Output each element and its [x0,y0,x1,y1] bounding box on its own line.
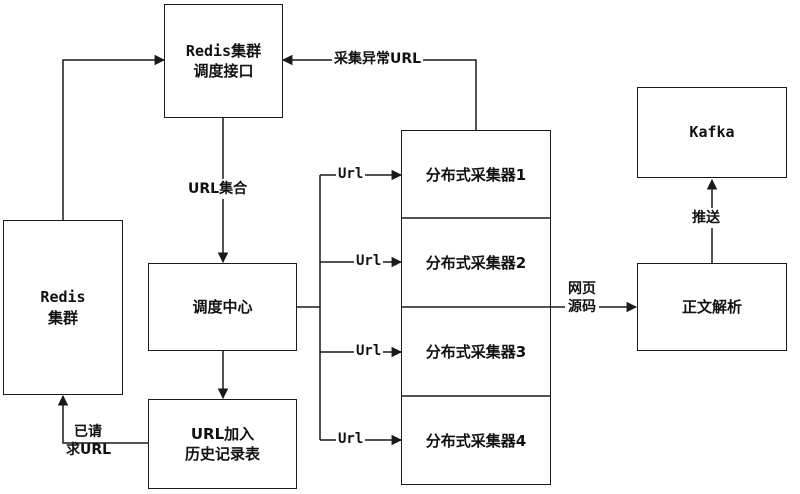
collector-4: 分布式采集器4 [425,432,527,450]
edge-abnormal-url [281,54,477,130]
edge-label-url-2: Url [354,252,384,271]
redis-api-line2: 调度接口 [193,62,254,80]
page-source-line2: 源码 [568,299,596,316]
edge-label-abnormal-url: 采集异常URL [332,50,424,69]
collector-3: 分布式采集器3 [425,343,527,361]
edge-label-url-1: Url [336,165,366,184]
collector-1: 分布式采集器1 [425,165,527,184]
history-line2: 历史记录表 [184,445,260,463]
edge-label-page-source: 网页 源码 [565,280,599,317]
parser-node: 正文解析 [637,263,787,351]
requested-line1: 已请 [74,424,102,440]
redis-cluster-line2: 集群 [47,308,78,327]
redis-api-line1: Redis集群 [185,41,262,60]
edge-requested-url [57,394,148,444]
edge-cluster-to-api [62,54,166,220]
requested-line2: 求URL [66,442,112,459]
page-source-line1: 网页 [568,281,596,297]
history-line1: URL加入 [190,424,255,443]
collector-group [401,130,551,485]
edge-label-requested-url: 已请 求URL [66,423,111,459]
history-table-node: URL加入 历史记录表 [148,399,297,489]
redis-cluster-line1: Redis [40,288,86,307]
edge-label-url-4: Url [336,430,366,449]
kafka-node: Kafka [637,87,787,178]
collector-2: 分布式采集器2 [425,254,527,272]
parser-label: 正文解析 [681,297,742,316]
scheduler-label: 调度中心 [192,297,253,316]
edge-label-push: 推送 [690,208,722,229]
redis-cluster-api-node: Redis集群 调度接口 [164,4,283,118]
edge-label-url-3: Url [354,342,384,361]
redis-cluster-node: Redis 集群 [3,220,123,395]
edge-label-url-set: URL集合 [186,179,250,200]
kafka-label: Kafka [689,123,735,142]
scheduler-node: 调度中心 [148,263,297,351]
